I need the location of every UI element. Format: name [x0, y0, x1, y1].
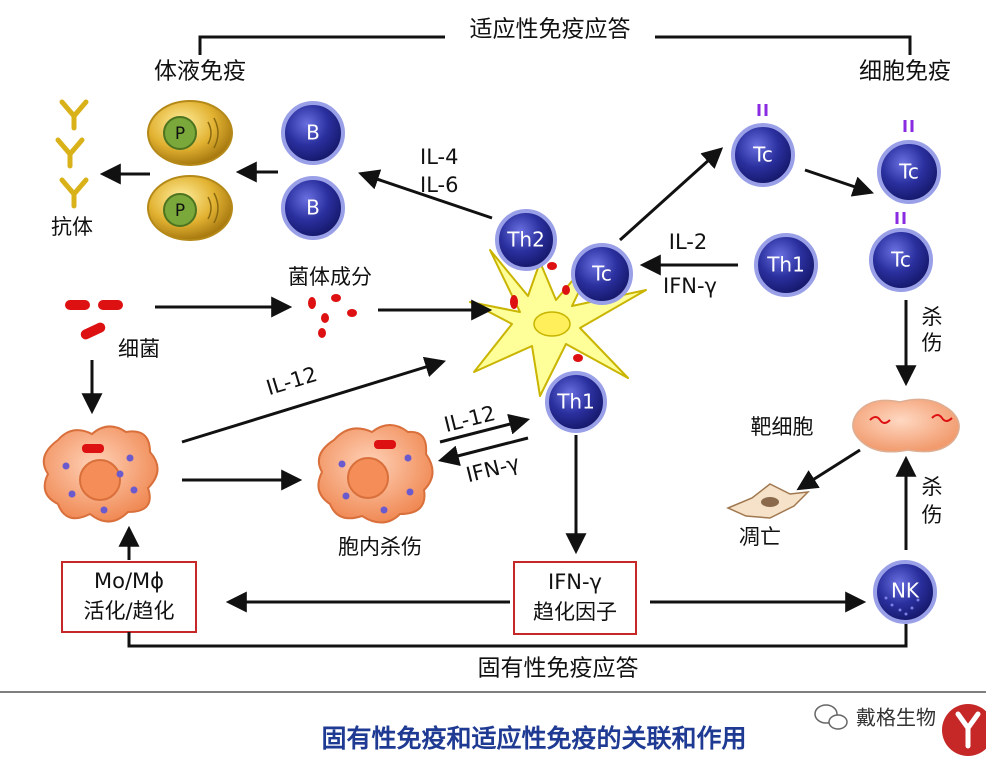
humoral-immunity-label: 体液免疫 — [154, 59, 246, 85]
ifn-gamma-label: IFN-γ — [464, 451, 522, 487]
kill-label-1: 杀 — [922, 305, 943, 329]
adaptive-response-title: 适应性免疫应答 — [470, 17, 631, 43]
kill-label-2: 伤 — [922, 331, 943, 355]
plasma-cell-label: P — [175, 124, 185, 144]
chemokine-box-label: 趋化因子 — [533, 600, 617, 624]
b-cell: B — [281, 176, 345, 240]
target-cell-label: 靶细胞 — [751, 415, 814, 439]
tc-cell: Tc — [571, 243, 633, 305]
bacterial-fragment-icon — [308, 294, 357, 338]
plasma-cell: P — [147, 175, 233, 241]
plasma-cell: P — [147, 100, 233, 166]
il12-label: IL-12 — [263, 362, 320, 400]
th2-label: Th2 — [506, 228, 545, 252]
th1-cell: Th1 — [545, 371, 607, 433]
th1-cell: Th1 — [754, 233, 818, 297]
il6-label: IL-6 — [420, 173, 458, 197]
arrow-tc-expansion — [804, 168, 874, 197]
arrow-to-tc — [618, 147, 724, 242]
tc-cell: Tc — [869, 212, 933, 292]
apoptotic-cell — [726, 483, 811, 519]
arrow-macrophage-il12 — [181, 356, 447, 444]
arrow-ifn-to-macrophage — [437, 436, 529, 467]
tc-label: Tc — [591, 262, 612, 286]
tc-label: Tc — [752, 143, 773, 167]
b-cell: B — [281, 101, 345, 165]
bacteria-icon — [65, 300, 123, 340]
th1-label: Th1 — [556, 390, 595, 414]
ifn-chemokine-box: IFN-γ 趋化因子 — [513, 561, 637, 635]
footer-title: 固有性免疫和适应性免疫的关联和作用 — [321, 724, 746, 753]
antibody-icon — [55, 99, 89, 209]
tc-cell: Tc — [877, 120, 941, 204]
activation-chemotaxis-label: 活化/趋化 — [83, 599, 174, 623]
brand-logo — [942, 704, 986, 756]
cellular-immunity-label: 细胞免疫 — [859, 59, 951, 85]
antigen-dot — [510, 262, 583, 362]
kill-label-2: 伤 — [922, 503, 943, 527]
th2-cell: Th2 — [495, 209, 557, 271]
bottom-bracket — [127, 624, 908, 648]
apoptosis-label: 凋亡 — [739, 525, 781, 549]
nk-label: NK — [891, 579, 920, 603]
ifn-gamma-label: IFN-γ — [663, 274, 717, 298]
watermark-text: 戴格生物 — [856, 706, 936, 730]
ifn-box-label: IFN-γ — [548, 570, 602, 594]
kill-label-1: 杀 — [922, 475, 943, 499]
nk-cell: NK — [873, 560, 937, 624]
b-cell-label: B — [306, 121, 320, 145]
mo-mphi-label: Mo/Mϕ — [94, 569, 164, 593]
antibody-label: 抗体 — [51, 215, 93, 239]
th1-label: Th1 — [766, 253, 805, 277]
mo-mphi-box: Mo/Mϕ 活化/趋化 — [61, 561, 197, 633]
il4-label: IL-4 — [420, 145, 458, 169]
macrophage — [317, 424, 434, 524]
b-cell-label: B — [306, 196, 320, 220]
dendritic-cell — [469, 247, 647, 397]
arrow-th2-to-b — [358, 169, 493, 220]
intracellular-killing-label: 胞内杀伤 — [338, 535, 422, 559]
il2-label: IL-2 — [669, 230, 707, 254]
wechat-icon — [814, 704, 848, 730]
il12-label: IL-12 — [442, 401, 498, 437]
tc-label: Tc — [890, 248, 911, 272]
target-cell — [852, 398, 960, 453]
plasma-cell-label: P — [175, 201, 185, 221]
tc-label: Tc — [898, 160, 919, 184]
tc-cell: Tc — [731, 104, 795, 187]
bacterial-components-label: 菌体成分 — [288, 265, 372, 289]
arrow-to-apoptosis — [796, 448, 861, 491]
macrophage — [42, 425, 159, 523]
innate-response-title: 固有性免疫应答 — [478, 656, 639, 682]
arrow-il12-to-th1 — [439, 413, 531, 444]
bacteria-label: 细菌 — [118, 337, 160, 361]
